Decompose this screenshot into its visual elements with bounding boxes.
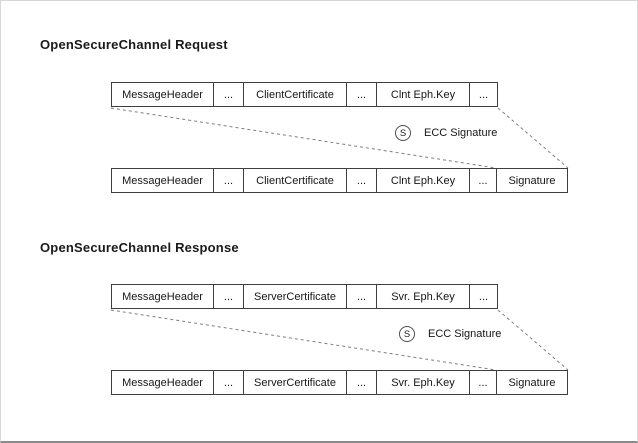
response-signed-message-row: MessageHeader ... ServerCertificate ... … bbox=[111, 370, 568, 395]
field-signature: Signature bbox=[508, 174, 556, 187]
field-message-header: MessageHeader bbox=[112, 169, 214, 192]
field-ellipsis: ... bbox=[214, 285, 244, 308]
field-ellipsis: ... bbox=[214, 169, 244, 192]
field-ellipsis: ... bbox=[478, 290, 489, 303]
field-message-header: MessageHeader bbox=[112, 371, 214, 394]
field-client-eph-key: Clnt Eph.Key bbox=[377, 83, 470, 106]
field-server-certificate: ServerCertificate bbox=[244, 371, 347, 394]
request-signature-scope-dashed-lines bbox=[110, 107, 569, 169]
request-section-title: OpenSecureChannel Request bbox=[40, 37, 228, 52]
response-ecc-signature-label: S ECC Signature bbox=[399, 326, 501, 342]
field-server-eph-key: Svr. Eph.Key bbox=[377, 285, 470, 308]
field-ellipsis: ... bbox=[470, 169, 497, 192]
field-ellipsis: ... bbox=[347, 371, 377, 394]
request-unsigned-message-row: MessageHeader ... ClientCertificate ... … bbox=[111, 82, 498, 107]
field-client-certificate: ClientCertificate bbox=[244, 83, 347, 106]
field-server-eph-key: Svr. Eph.Key bbox=[377, 371, 470, 394]
response-signature-scope-dashed-lines bbox=[110, 309, 569, 371]
field-ellipsis: ... bbox=[347, 83, 377, 106]
field-ellipsis: ... bbox=[478, 88, 489, 101]
response-unsigned-message-row: MessageHeader ... ServerCertificate ... … bbox=[111, 284, 498, 309]
field-ellipsis: ... bbox=[347, 285, 377, 308]
field-client-certificate: ClientCertificate bbox=[244, 169, 347, 192]
signature-s-icon: S bbox=[395, 125, 411, 141]
field-ellipsis: ... bbox=[347, 169, 377, 192]
ecc-signature-text: ECC Signature bbox=[428, 328, 502, 340]
field-message-header: MessageHeader bbox=[112, 83, 214, 106]
field-message-header: MessageHeader bbox=[112, 285, 214, 308]
signature-s-icon: S bbox=[399, 326, 415, 342]
field-ellipsis: ... bbox=[470, 371, 497, 394]
field-ellipsis: ... bbox=[214, 371, 244, 394]
field-signature: Signature bbox=[508, 376, 556, 389]
field-server-certificate: ServerCertificate bbox=[244, 285, 347, 308]
response-section-title: OpenSecureChannel Response bbox=[40, 240, 239, 255]
ecc-signature-text: ECC Signature bbox=[424, 127, 498, 139]
field-ellipsis: ... bbox=[214, 83, 244, 106]
request-signed-message-row: MessageHeader ... ClientCertificate ... … bbox=[111, 168, 568, 193]
request-ecc-signature-label: S ECC Signature bbox=[395, 125, 497, 141]
field-client-eph-key: Clnt Eph.Key bbox=[377, 169, 470, 192]
